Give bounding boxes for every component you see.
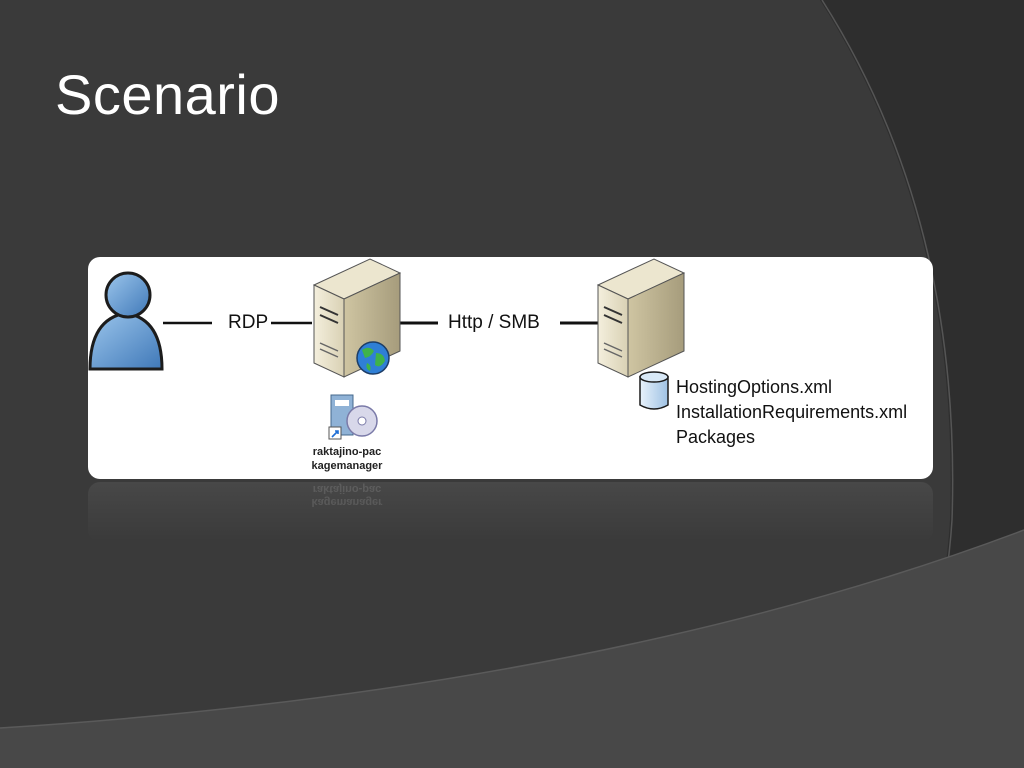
database-icon <box>639 371 669 410</box>
installer-icon <box>328 394 378 440</box>
package-manager-label-line1: raktajino-pac <box>312 446 382 458</box>
package-manager-label: raktajino-pac kagemanager <box>302 445 392 473</box>
http-smb-label: Http / SMB <box>448 312 540 333</box>
file-list: HostingOptions.xml InstallationRequireme… <box>676 375 907 450</box>
globe-icon <box>356 341 390 375</box>
rdp-label: RDP <box>228 312 269 333</box>
diagram-lines <box>163 321 600 325</box>
reflection-line1: raktajino-pac <box>312 483 382 495</box>
file-installation-requirements: InstallationRequirements.xml <box>676 402 908 422</box>
file-packages: Packages <box>676 427 756 447</box>
slide-title: Scenario <box>55 63 281 126</box>
reflection-line2: kagemanager <box>311 496 383 508</box>
diagram-panel: raktajino-pac kagemanager RDP Http / SMB… <box>88 257 933 479</box>
file-server-icon <box>596 258 686 378</box>
reflection-text: kagemanager raktajino-pac <box>302 482 392 508</box>
diagram-reflection: kagemanager raktajino-pac <box>88 482 933 542</box>
user-icon <box>88 271 164 371</box>
package-manager-label-line2: kagemanager <box>311 460 383 472</box>
file-hosting-options: HostingOptions.xml <box>676 377 833 397</box>
